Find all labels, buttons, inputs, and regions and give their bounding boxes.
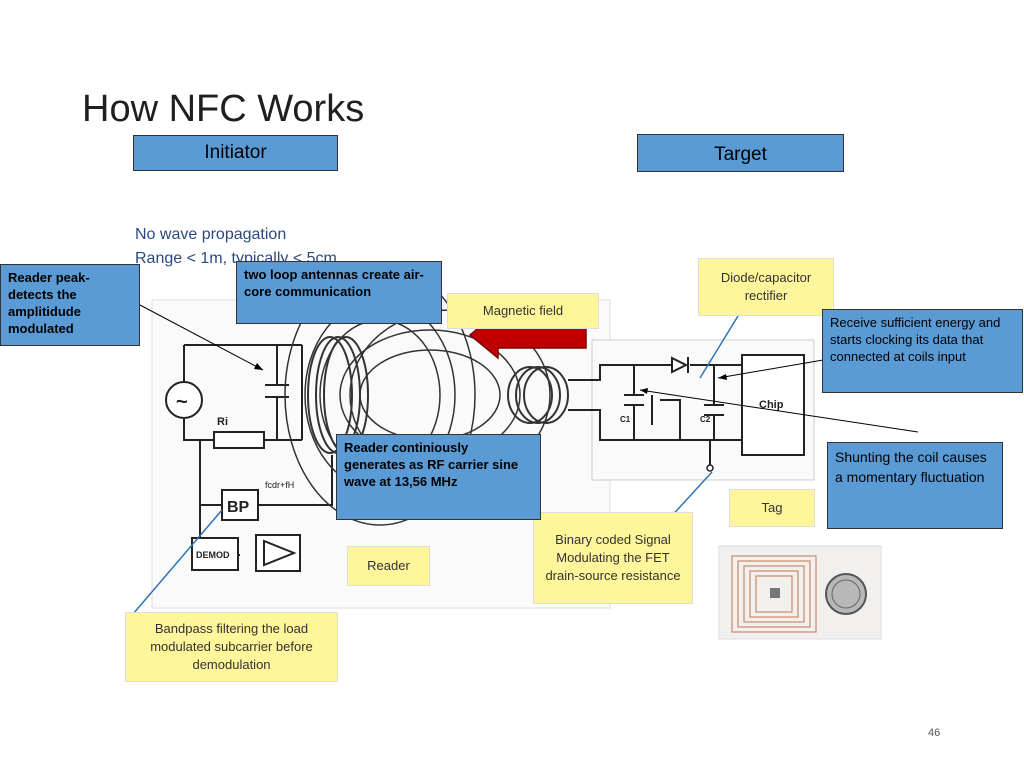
frequency-label: fcdr+fH bbox=[265, 480, 294, 490]
demod-block bbox=[191, 537, 239, 571]
reader-label: Reader bbox=[347, 546, 430, 586]
reader-carrier-callout: Reader continiously generates as RF carr… bbox=[336, 434, 541, 520]
target-header: Target bbox=[637, 134, 844, 172]
chip-label: Chip bbox=[759, 399, 784, 411]
pointer-arrowheads bbox=[254, 363, 727, 394]
initiator-header: Initiator bbox=[133, 135, 338, 171]
demod-block-label: DEMOD bbox=[196, 550, 230, 560]
reader-coil bbox=[307, 336, 369, 454]
reader-peak-callout: Reader peak-detects the amplitidude modu… bbox=[0, 264, 140, 346]
resistor-ri bbox=[213, 431, 265, 449]
pointer-lines bbox=[139, 304, 919, 433]
page-number: 46 bbox=[928, 727, 941, 739]
bandpass-block-label: BP bbox=[227, 499, 250, 516]
receive-energy-callout: Receive sufficient energy and starts clo… bbox=[822, 309, 1023, 393]
page-title: How NFC Works bbox=[82, 88, 365, 130]
ac-source-symbol: ~ bbox=[176, 391, 188, 413]
bandpass-label: Bandpass filtering the load modulated su… bbox=[125, 612, 338, 682]
tag-capacitors bbox=[624, 394, 724, 416]
magnetic-field-label: Magnetic field bbox=[447, 293, 599, 329]
shunting-callout: Shunting the coil causes a momentary flu… bbox=[827, 442, 1003, 529]
ac-source-icon bbox=[165, 381, 203, 419]
binary-signal-label: Binary coded Signal Modulating the FET d… bbox=[533, 512, 693, 604]
capacitor-c1-label: C1 bbox=[620, 415, 631, 424]
tag-photo-chip bbox=[770, 588, 780, 598]
tag-coil bbox=[507, 366, 569, 424]
bandpass-block bbox=[221, 489, 259, 521]
capacitor-c2-label: C2 bbox=[700, 415, 711, 424]
resistor-ri-label: Ri bbox=[217, 416, 228, 428]
target-label: Target bbox=[714, 144, 767, 165]
tag-wires bbox=[568, 364, 742, 468]
diode-rectifier-label: Diode/capacitor rectifier bbox=[698, 258, 834, 316]
loop-antennas-callout: two loop antennas create air-core commun… bbox=[236, 261, 442, 324]
handwritten-note-1: No wave propagation bbox=[135, 226, 287, 243]
tag-label: Tag bbox=[729, 489, 815, 527]
tag-photo-antenna bbox=[731, 555, 817, 633]
initiator-label: Initiator bbox=[204, 142, 267, 163]
amplifier-icon bbox=[263, 539, 297, 567]
diode-icon bbox=[671, 356, 689, 374]
